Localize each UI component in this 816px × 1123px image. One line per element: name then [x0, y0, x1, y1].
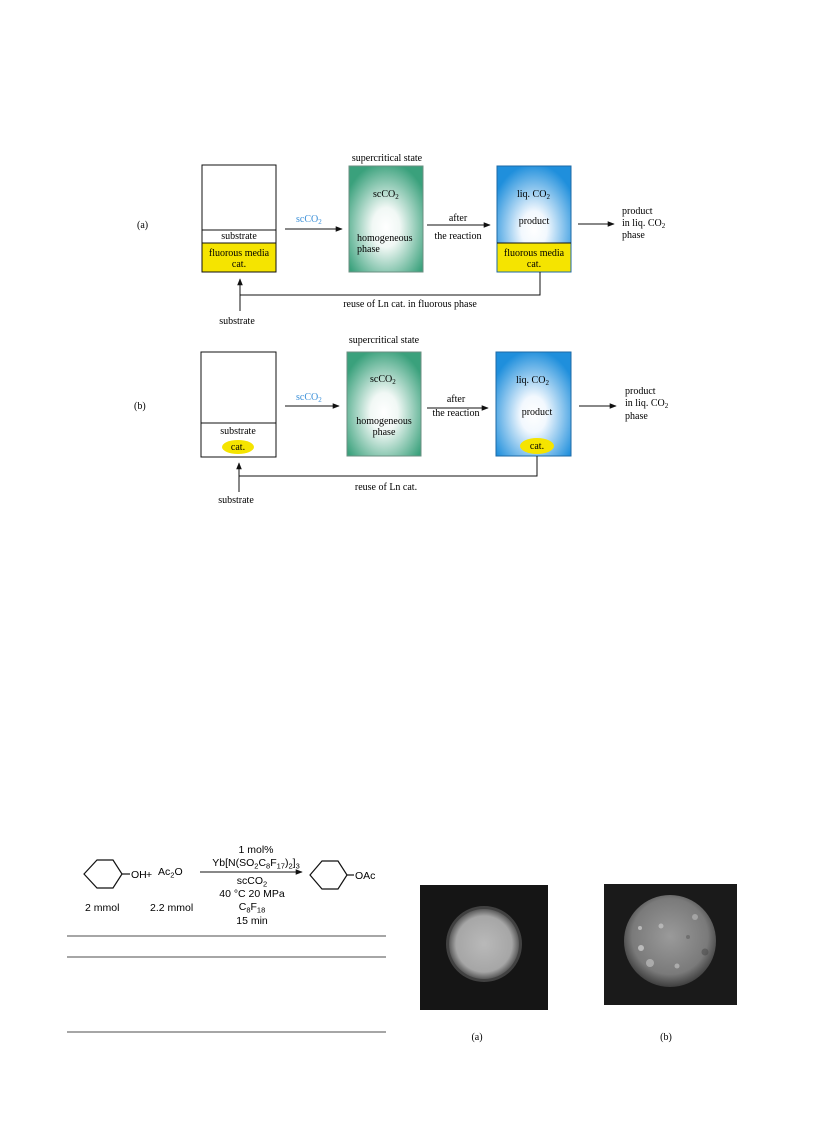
- scheme-a-vessel2-title: scCO2: [373, 189, 399, 201]
- scheme-a: (a) supercritical state substrate fluoro…: [137, 153, 666, 327]
- scheme-a-vessel3-media: fluorous media: [504, 248, 565, 259]
- condition-temp-pressure: 40 °C 20 MPa: [219, 888, 285, 900]
- scheme-b-vessel2-line1: homogeneous: [356, 416, 412, 427]
- reactant2-formula: Ac2O: [158, 866, 183, 880]
- scheme-b-input-label: substrate: [218, 495, 254, 506]
- scheme-b-vessel3-product: product: [522, 407, 553, 418]
- scheme-a-output-line3: phase: [622, 230, 645, 241]
- scheme-b-cat-label: cat.: [231, 442, 245, 453]
- scheme-b-vessel3-cat-label: cat.: [530, 441, 544, 452]
- scheme-a-output-line2: in liq. CO2: [622, 218, 666, 230]
- photo-b: [604, 884, 737, 1005]
- reactant1-amount: 2 mmol: [85, 902, 119, 914]
- scheme-a-arrow1-label: scCO2: [296, 214, 322, 226]
- scheme-a-vessel2-line1: homogeneous: [357, 233, 413, 244]
- scheme-b-state-label: supercritical state: [349, 335, 420, 346]
- scheme-b-loop-label: reuse of Ln cat.: [355, 482, 417, 493]
- scheme-a-vessel3-fluorous-layer: [497, 243, 571, 272]
- scheme-a-state-label: supercritical state: [352, 153, 423, 164]
- scheme-a-vessel-liquid: liq. CO2 product fluorous media cat.: [496, 165, 572, 273]
- condition-time: 15 min: [236, 915, 268, 927]
- scheme-b-substrate-layer-label: substrate: [220, 426, 256, 437]
- reactant1-group: OH: [131, 869, 147, 881]
- cyclohexane-ring-product: [309, 860, 348, 890]
- scheme-a-substrate-layer-label: substrate: [221, 231, 257, 242]
- cyclohexane-ring-reactant: [83, 859, 123, 889]
- scheme-b-vessel-liquid: liq. CO2 product cat.: [495, 351, 572, 457]
- scheme-b-vessel-start: substrate cat.: [200, 351, 277, 458]
- scheme-b-arrow2-line1: after: [447, 394, 466, 405]
- scheme-a-vessel3-product: product: [519, 216, 550, 227]
- scheme-a-output-line1: product: [622, 206, 653, 217]
- scheme-b-arrow1-label: scCO2: [296, 392, 322, 404]
- scheme-b-output-line3: phase: [625, 411, 648, 422]
- disc-homogeneous: [449, 909, 519, 979]
- photo-b-label: (b): [660, 1032, 672, 1043]
- scheme-b-vessel3-title: liq. CO2: [516, 375, 549, 387]
- scheme-a-vessel-start: substrate fluorous media cat.: [201, 164, 277, 273]
- scheme-a-vessel-supercritical: scCO2 homogeneous phase: [348, 165, 424, 273]
- photo-a-label: (a): [471, 1032, 482, 1043]
- scheme-a-input-label: substrate: [219, 316, 255, 327]
- scheme-b-recycle-line: [239, 456, 538, 477]
- scheme-a-cat-label: cat.: [232, 259, 246, 270]
- scheme-b: (b) supercritical state substrate cat. s…: [134, 335, 669, 506]
- scheme-b-vessel2-line2: phase: [373, 427, 396, 438]
- reaction-plus: +: [146, 869, 152, 881]
- scheme-a-vessel3-cat: cat.: [527, 259, 541, 270]
- condition-catalyst: Yb[N(SO2C8F17)2]3: [212, 857, 299, 871]
- scheme-a-vessel3-title: liq. CO2: [517, 189, 550, 201]
- scheme-b-label: (b): [134, 401, 146, 412]
- scheme-b-vessel-supercritical: scCO2 homogeneous phase: [346, 351, 422, 457]
- scheme-b-output-line2: in liq. CO2: [625, 398, 669, 410]
- condition-cosolvent: C8F18: [239, 901, 266, 915]
- scheme-a-fluorous-layer: [202, 243, 276, 272]
- scheme-b-cat-blob: [222, 440, 254, 454]
- scheme-a-media-label: fluorous media: [209, 248, 270, 259]
- scheme-b-arrow2-line2: the reaction: [433, 408, 480, 419]
- scheme-a-loop-label: reuse of Ln cat. in fluorous phase: [343, 299, 477, 310]
- scheme-a-recycle-line: [240, 272, 541, 296]
- scheme-a-arrow2-line2: the reaction: [435, 231, 482, 242]
- condition-solvent: scCO2: [237, 875, 267, 889]
- product-group: OAc: [355, 870, 375, 882]
- scheme-a-label: (a): [137, 220, 148, 231]
- condition-loading: 1 mol%: [238, 844, 273, 856]
- scheme-a-vessel2-line2: phase: [357, 244, 380, 255]
- scheme-b-output-line1: product: [625, 386, 656, 397]
- scheme-b-vessel2-title: scCO2: [370, 374, 396, 386]
- scheme-a-arrow2-line1: after: [449, 213, 468, 224]
- scheme-b-vessel3-cat-blob: [520, 438, 554, 454]
- disc-heterogeneous: [624, 895, 716, 987]
- reaction-scheme: OH + Ac2O 1 mol% Yb[N(SO2C8F17)2]3 scCO2…: [67, 844, 386, 1033]
- reactant2-amount: 2.2 mmol: [150, 902, 193, 914]
- photo-a: [420, 885, 548, 1010]
